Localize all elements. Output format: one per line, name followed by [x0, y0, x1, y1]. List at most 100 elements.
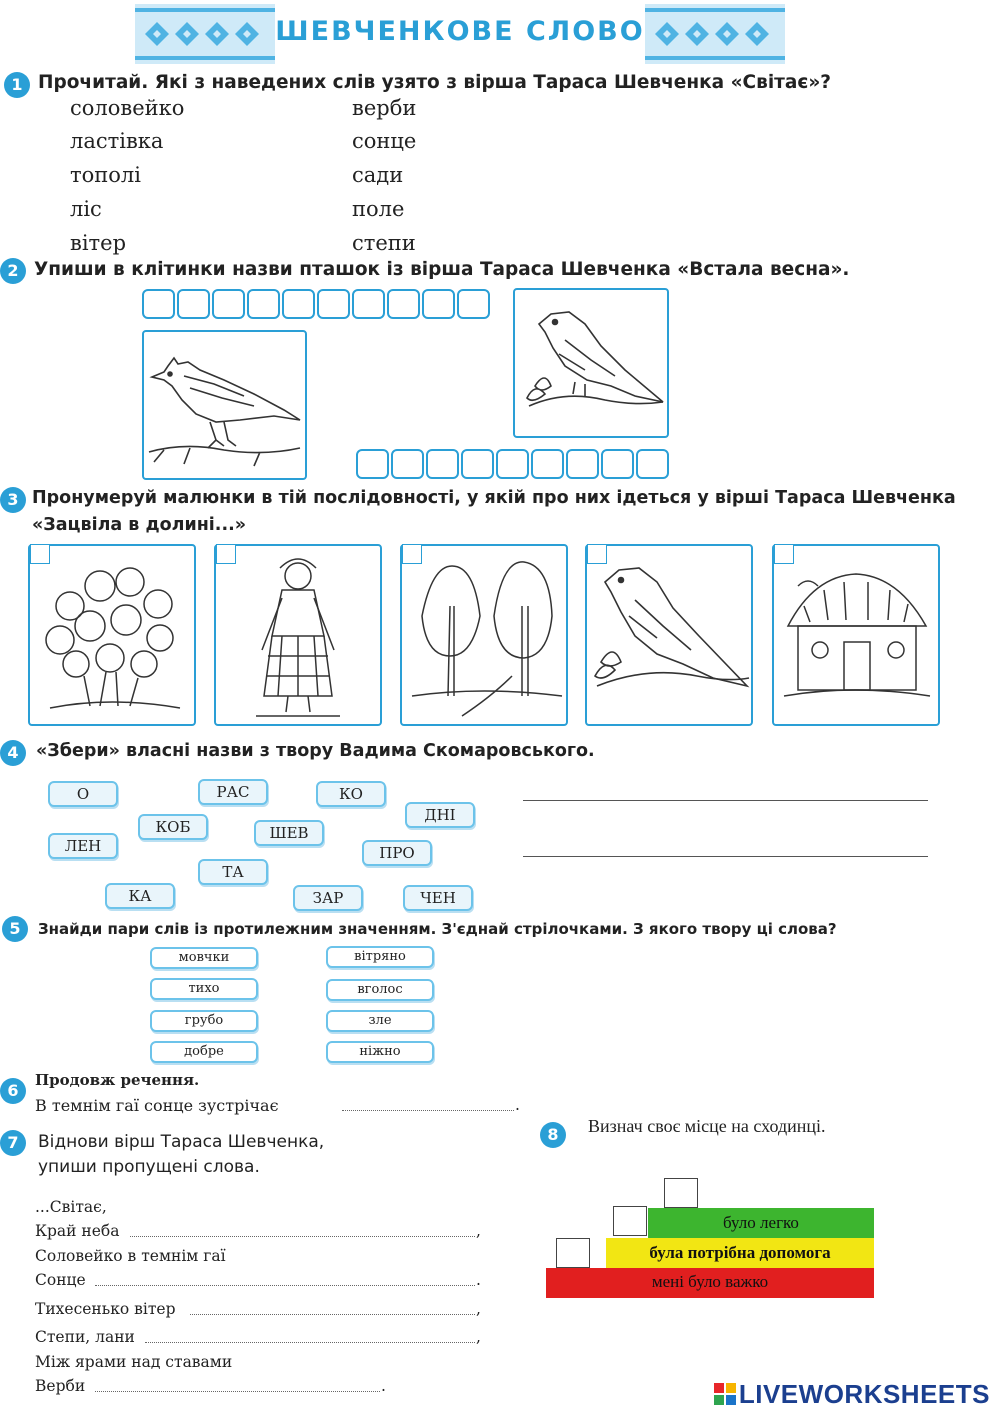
letter-cell[interactable] [387, 289, 420, 319]
word-pair-left[interactable]: мовчки [150, 947, 258, 969]
word-pair-left[interactable]: грубо [150, 1010, 258, 1032]
task-instruction: Прочитай. Які з наведених слів узято з в… [38, 72, 832, 93]
poem-line: Між ярами над ставами [35, 1353, 233, 1371]
letter-cell[interactable] [457, 289, 490, 319]
syllable-card[interactable]: КО [316, 781, 386, 807]
syllable-card[interactable]: ЗАР [293, 885, 363, 911]
page-title: ШЕВЧЕНКОВЕ СЛОВО [275, 16, 645, 47]
answer-line[interactable] [523, 800, 928, 801]
poem-punct: , [476, 1328, 481, 1346]
letter-cell[interactable] [601, 449, 634, 479]
house-icon [783, 573, 931, 697]
letter-cell[interactable] [142, 289, 175, 319]
task-number: 8 [540, 1122, 566, 1148]
poem-punct: . [381, 1377, 386, 1395]
poem-punct: , [476, 1300, 481, 1318]
step-hard: мені було важко [546, 1268, 874, 1298]
task-instruction-line2: упиши пропущені слова. [38, 1157, 260, 1177]
word-option[interactable]: соловейко [70, 96, 185, 120]
poem-line: ...Світає, [35, 1198, 107, 1216]
sentence-end: . [515, 1096, 520, 1114]
word-option[interactable]: сади [352, 163, 404, 187]
syllable-card[interactable]: ТА [198, 859, 268, 885]
logo-text: LIVEWORKSHEETS [738, 1379, 990, 1409]
girl-in-costume-picture [214, 544, 382, 726]
letter-cell[interactable] [391, 449, 424, 479]
word-pair-right[interactable]: зле [326, 1010, 434, 1032]
letter-cell[interactable] [496, 449, 529, 479]
syllable-card[interactable]: КА [105, 883, 175, 909]
number-box[interactable] [216, 544, 236, 564]
letter-cell[interactable] [531, 449, 564, 479]
letter-cell[interactable] [212, 289, 245, 319]
word-pair-left[interactable]: добре [150, 1041, 258, 1063]
letter-cell[interactable] [356, 449, 389, 479]
letter-cell[interactable] [566, 449, 599, 479]
self-assessment-checkbox[interactable] [556, 1238, 590, 1268]
syllable-card[interactable]: О [48, 781, 118, 807]
word-option[interactable]: вітер [70, 231, 127, 255]
task-instruction: Продовж речення. [35, 1071, 200, 1089]
letter-cell[interactable] [247, 289, 280, 319]
word-option[interactable]: степи [352, 231, 416, 255]
task-instruction: «Збери» власні назви з твору Вадима Ском… [36, 741, 595, 761]
poem-line: Верби [35, 1377, 86, 1395]
word-option[interactable]: поле [352, 197, 405, 221]
liveworksheets-mark-icon [713, 1383, 736, 1405]
task-number: 2 [0, 258, 26, 284]
syllable-card[interactable]: ШЕВ [254, 820, 324, 846]
number-box[interactable] [402, 544, 422, 564]
letter-cell[interactable] [352, 289, 385, 319]
poem-line: Край неба [35, 1222, 120, 1240]
poem-punct: . [476, 1271, 481, 1289]
word-pair-left[interactable]: тихо [150, 978, 258, 1000]
letter-cell[interactable] [426, 449, 459, 479]
self-assessment-checkbox[interactable] [613, 1206, 647, 1236]
letter-cell[interactable] [282, 289, 315, 319]
word-pair-right[interactable]: ніжно [326, 1041, 434, 1063]
number-box[interactable] [774, 544, 794, 564]
letter-cell[interactable] [461, 449, 494, 479]
letter-cell[interactable] [636, 449, 669, 479]
syllable-card[interactable]: ЛЕН [48, 833, 118, 859]
task-number: 7 [0, 1130, 26, 1156]
poem-line: Тихесенько вітер [35, 1300, 176, 1318]
letter-cell[interactable] [317, 289, 350, 319]
word-pair-right[interactable]: вітряно [326, 946, 434, 968]
poem-punct: , [476, 1222, 481, 1240]
letter-cell[interactable] [177, 289, 210, 319]
syllable-card[interactable]: РАС [198, 779, 268, 805]
girl-icon [256, 558, 340, 717]
answer-line[interactable] [95, 1391, 380, 1392]
task-instruction: Знайди пари слів із протилежним значення… [38, 920, 837, 938]
word-option[interactable]: сонце [352, 129, 417, 153]
number-box[interactable] [587, 544, 607, 564]
self-assessment-checkbox[interactable] [664, 1178, 698, 1208]
step-easy: було легко [648, 1208, 874, 1238]
liveworksheets-logo: LIVEWORKSHEETS [713, 1379, 990, 1410]
answer-line[interactable] [523, 856, 928, 857]
answer-line[interactable] [342, 1110, 514, 1111]
syllable-card[interactable]: ЧЕН [403, 885, 473, 911]
word-option[interactable]: тополі [70, 163, 141, 187]
word-option[interactable]: ластівка [70, 129, 164, 153]
task-number: 4 [0, 740, 26, 766]
task-number: 3 [0, 487, 26, 513]
word-option[interactable]: верби [352, 96, 417, 120]
word-option[interactable]: ліс [70, 197, 102, 221]
syllable-card[interactable]: ПРО [362, 840, 432, 866]
syllable-card[interactable]: КОБ [138, 814, 208, 840]
viburnum-icon [45, 567, 181, 709]
task-instruction: Упиши в клітинки назви пташок із вірша Т… [34, 259, 850, 280]
answer-line[interactable] [95, 1285, 475, 1286]
answer-line[interactable] [145, 1342, 475, 1343]
syllable-card[interactable]: ДНІ [405, 802, 475, 828]
nightingale-icon [526, 311, 664, 407]
birch-trees-picture [400, 544, 568, 726]
answer-line[interactable] [130, 1236, 475, 1237]
word-pair-right[interactable]: вголос [326, 979, 434, 1001]
letter-cell[interactable] [422, 289, 455, 319]
header-banner: ШЕВЧЕНКОВЕ СЛОВО [135, 0, 785, 68]
answer-line[interactable] [190, 1314, 475, 1315]
number-box[interactable] [30, 544, 50, 564]
